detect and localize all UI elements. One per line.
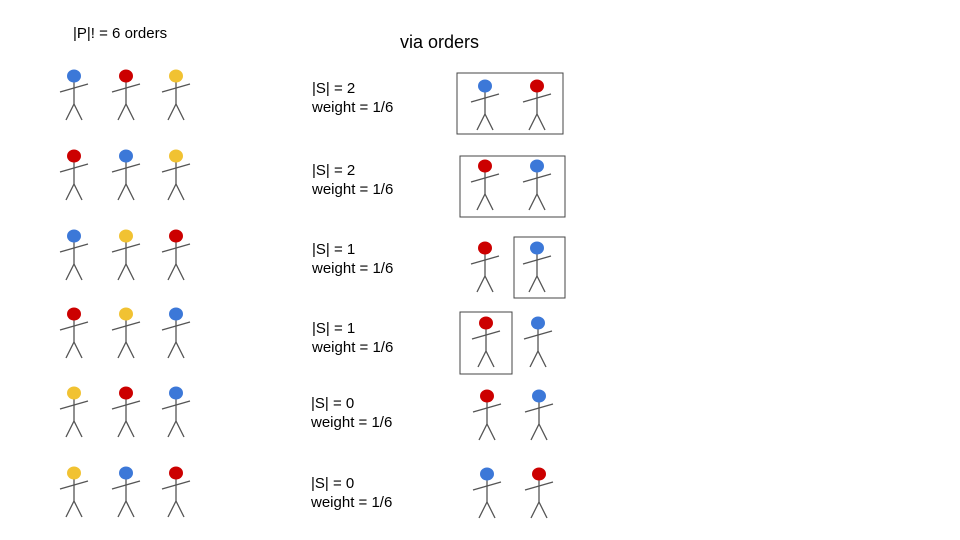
red-head xyxy=(479,316,493,330)
person-red xyxy=(471,316,501,368)
person-red xyxy=(111,386,141,438)
weight-label: weight = 1/6 xyxy=(312,181,394,198)
coalition-box xyxy=(459,155,566,218)
row-label: |S| = 1 weight = 1/6 xyxy=(312,240,393,278)
red-head xyxy=(169,466,183,480)
person-blue xyxy=(524,389,554,441)
blue-head xyxy=(532,389,546,403)
row-label: |S| = 0 weight = 1/6 xyxy=(311,474,392,512)
weight-label: weight = 1/6 xyxy=(312,260,394,277)
red-head xyxy=(119,386,133,400)
weight-label: weight = 1/6 xyxy=(312,99,394,116)
person-blue xyxy=(161,307,191,359)
red-head xyxy=(480,389,494,403)
person-blue xyxy=(472,467,502,519)
red-head xyxy=(119,69,133,83)
blue-head xyxy=(478,79,492,93)
person-blue xyxy=(470,79,500,131)
blue-head xyxy=(119,149,133,163)
weight-label: weight = 1/6 xyxy=(312,339,394,356)
person-blue xyxy=(161,386,191,438)
person-red xyxy=(161,466,191,518)
weight-label: weight = 1/6 xyxy=(311,494,393,511)
red-head xyxy=(532,467,546,481)
person-red xyxy=(524,467,554,519)
coalition-size-label: |S| = 0 xyxy=(311,395,355,412)
blue-head xyxy=(531,316,545,330)
yellow-head xyxy=(119,229,133,243)
person-blue xyxy=(59,229,89,281)
person-red xyxy=(59,149,89,201)
weight-label: weight = 1/6 xyxy=(311,414,393,431)
person-blue xyxy=(523,316,553,368)
person-blue xyxy=(522,159,552,211)
person-yellow xyxy=(59,466,89,518)
person-red xyxy=(111,69,141,121)
person-red xyxy=(470,159,500,211)
row-label: |S| = 0 weight = 1/6 xyxy=(311,394,392,432)
red-head xyxy=(169,229,183,243)
coalition-box xyxy=(459,311,513,375)
blue-head xyxy=(67,229,81,243)
coalition-box xyxy=(456,72,564,135)
row-label: |S| = 1 weight = 1/6 xyxy=(312,319,393,357)
person-yellow xyxy=(111,307,141,359)
row-label: |S| = 2 weight = 1/6 xyxy=(312,79,393,117)
person-blue xyxy=(59,69,89,121)
red-head xyxy=(67,307,81,321)
person-red xyxy=(59,307,89,359)
coalition-size-label: |S| = 1 xyxy=(312,320,356,337)
coalition-size-label: |S| = 2 xyxy=(312,80,356,97)
yellow-head xyxy=(67,466,81,480)
person-red xyxy=(472,389,502,441)
red-head xyxy=(67,149,81,163)
coalition-size-label: |S| = 0 xyxy=(311,475,355,492)
yellow-head xyxy=(169,149,183,163)
coalition-box xyxy=(513,236,566,299)
red-head xyxy=(478,241,492,255)
person-yellow xyxy=(111,229,141,281)
blue-head xyxy=(67,69,81,83)
via-orders-title: via orders xyxy=(400,32,480,52)
yellow-head xyxy=(67,386,81,400)
blue-head xyxy=(480,467,494,481)
person-blue xyxy=(111,466,141,518)
blue-head xyxy=(530,241,544,255)
person-yellow xyxy=(161,69,191,121)
yellow-head xyxy=(119,307,133,321)
blue-head xyxy=(169,307,183,321)
coalition-size-label: |S| = 1 xyxy=(312,241,356,258)
red-head xyxy=(478,159,492,173)
red-head xyxy=(530,79,544,93)
person-blue xyxy=(111,149,141,201)
yellow-head xyxy=(169,69,183,83)
blue-head xyxy=(530,159,544,173)
person-yellow xyxy=(161,149,191,201)
blue-head xyxy=(169,386,183,400)
person-red xyxy=(161,229,191,281)
person-red xyxy=(522,79,552,131)
orders-count-title: |P|! = 6 orders xyxy=(73,25,168,42)
blue-head xyxy=(119,466,133,480)
row-label: |S| = 2 weight = 1/6 xyxy=(312,161,393,199)
person-yellow xyxy=(59,386,89,438)
person-blue xyxy=(522,241,552,293)
person-red xyxy=(470,241,500,293)
coalition-size-label: |S| = 2 xyxy=(312,162,356,179)
